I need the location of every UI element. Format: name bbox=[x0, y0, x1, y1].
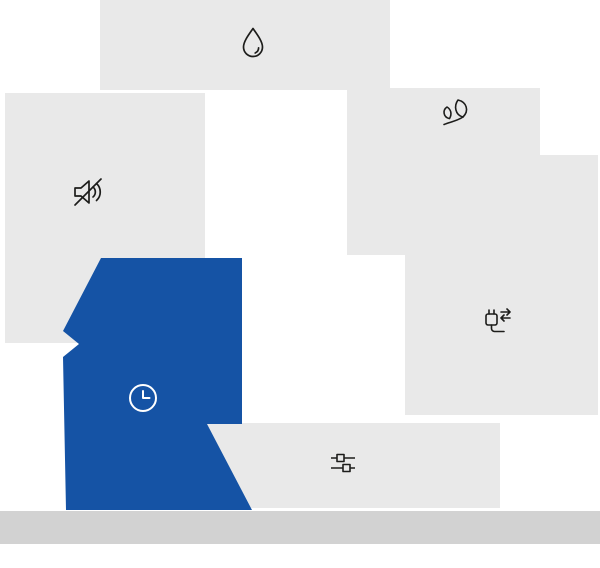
water-drop-icon bbox=[235, 24, 271, 60]
speaker-muted-icon bbox=[68, 172, 108, 212]
tile-mute bbox=[5, 93, 205, 343]
bottom-bar bbox=[0, 511, 600, 544]
plug-sync-icon bbox=[478, 303, 516, 341]
tile-water bbox=[100, 0, 390, 90]
leaf-icon bbox=[437, 94, 473, 130]
tile-options bbox=[207, 423, 500, 508]
sliders-icon bbox=[326, 446, 360, 480]
tile-connectivity bbox=[405, 155, 598, 415]
clock-icon bbox=[123, 378, 163, 418]
